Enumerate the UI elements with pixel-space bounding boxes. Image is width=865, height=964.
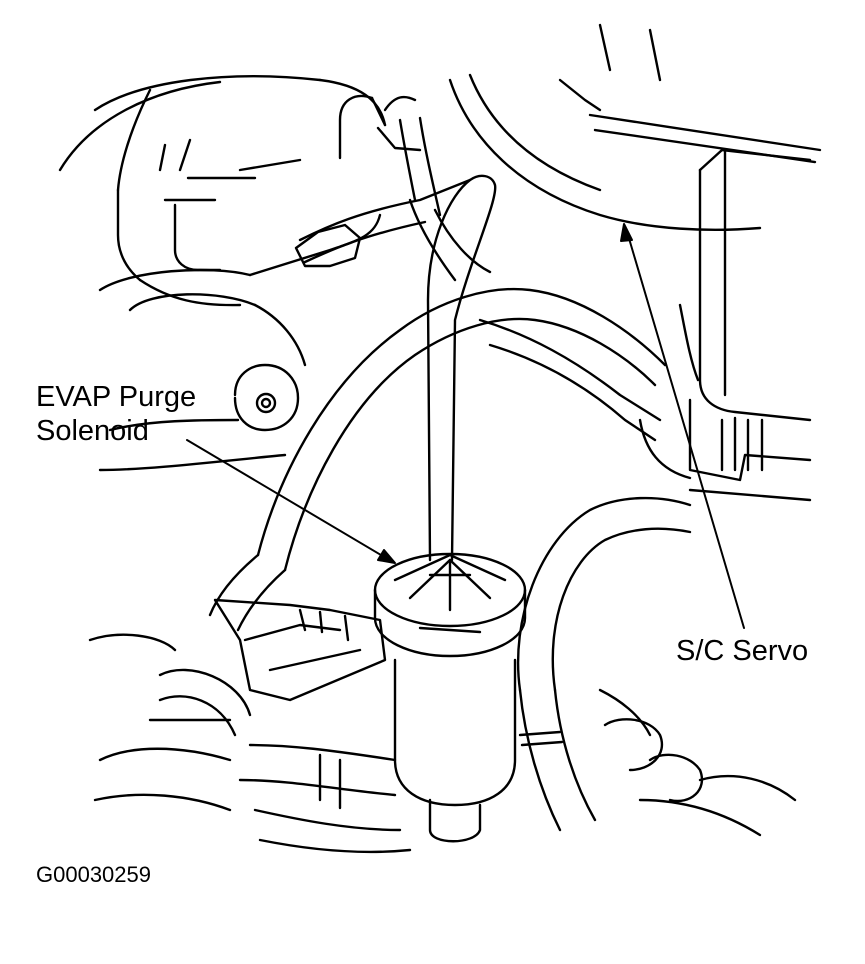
evap-purge-solenoid-label: EVAP Purge Solenoid (36, 380, 196, 448)
evap-purge-solenoid (375, 554, 525, 841)
sc-servo-label: S/C Servo (676, 635, 809, 667)
vacuum-line (296, 176, 495, 560)
figure-id: G00030259 (36, 862, 151, 887)
lower-right-fitting (600, 690, 795, 835)
lower-hoses (90, 635, 410, 852)
upper-left-housing (60, 76, 420, 305)
electrical-connector (215, 600, 385, 700)
right-lower-harness (518, 498, 690, 830)
top-wiring-harness (385, 97, 490, 280)
servo-arrowhead (621, 224, 632, 241)
evap-leader-line (187, 440, 386, 558)
evap-label-line-1: EVAP Purge (36, 381, 197, 413)
sc-servo-unit (450, 25, 820, 500)
evap-arrowhead (378, 550, 395, 563)
leader-lines (187, 224, 744, 628)
servo-leader-line (628, 235, 744, 628)
corrugated-harness (210, 289, 665, 630)
evap-label-line-2: Solenoid (36, 415, 149, 447)
